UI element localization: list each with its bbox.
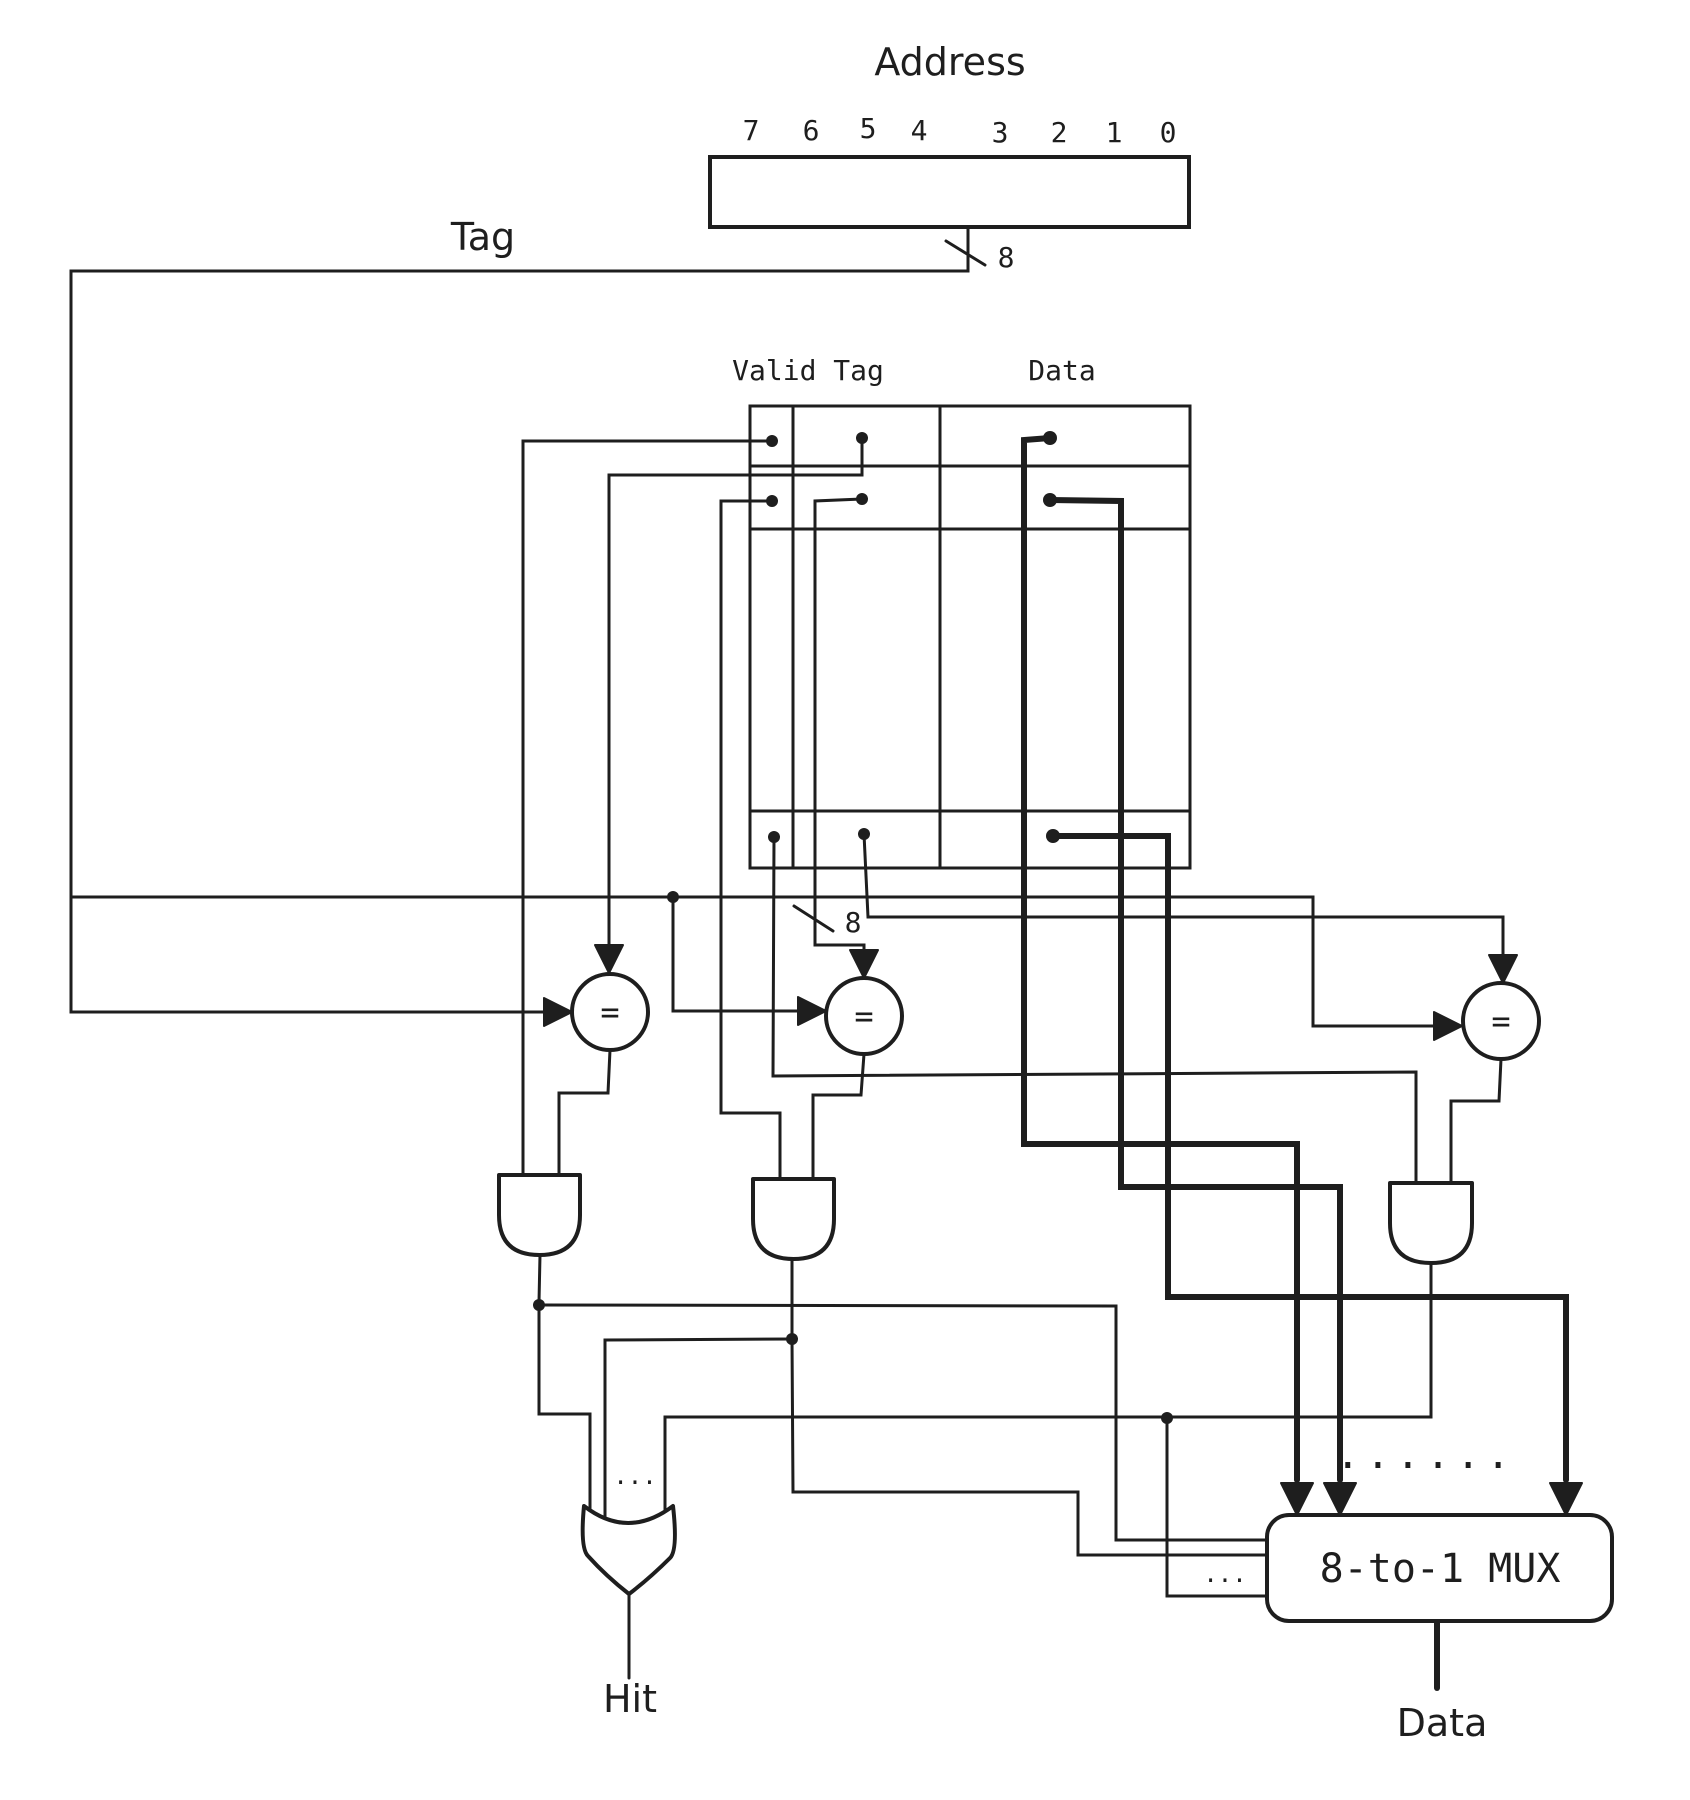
- address-bit-3: 3: [992, 116, 1009, 149]
- arrow-row-2-tag: [849, 949, 879, 979]
- row-1-valid-wire: [521, 439, 774, 1177]
- row-1-data-wire: [1021, 435, 1300, 1483]
- arrow-tag-comparator-3: [1433, 1011, 1463, 1041]
- cache-table-border: [748, 404, 1192, 870]
- arrow-row-1-tag: [594, 944, 624, 974]
- comparators: = = =: [570, 972, 1541, 1061]
- address-bit-6: 6: [803, 114, 820, 147]
- address-bit-labels: 7 6 5 4 3 2 1 0: [743, 112, 1177, 149]
- comparator-2: =: [824, 976, 904, 1056]
- and-gate-1: [497, 1173, 582, 1257]
- comparator-1: =: [570, 972, 650, 1052]
- address-bit-4: 4: [911, 114, 928, 147]
- address-bit-1: 1: [1106, 116, 1123, 149]
- address-bus-width: 8: [998, 241, 1015, 274]
- and-1-to-mux-select: [537, 1303, 1269, 1542]
- and-3-to-mux-select: [1165, 1416, 1269, 1598]
- row-2-data-wire: [1047, 497, 1343, 1483]
- comparator-1-output: [557, 1048, 612, 1177]
- comparator-1-symbol: =: [600, 993, 619, 1031]
- row-last-valid-wire: [771, 835, 1418, 1185]
- arrow-tag-comparator-1: [543, 997, 573, 1027]
- or-gate: [580, 1504, 677, 1596]
- or-inputs-ellipsis: ...: [613, 1462, 656, 1490]
- and-1-to-or: [537, 1253, 592, 1512]
- comparator-3: =: [1461, 981, 1541, 1061]
- and-gate-2: [751, 1177, 836, 1261]
- mux-select-ellipsis: ...: [1203, 1560, 1246, 1588]
- comparator-3-symbol: =: [1491, 1002, 1510, 1040]
- arrow-tag-comparator-2: [797, 996, 827, 1026]
- tag-bus-to-comparator-3: [69, 895, 1462, 1028]
- arrow-row-last-tag: [1488, 954, 1518, 984]
- address-bit-5: 5: [860, 112, 877, 145]
- and-gates: [497, 1173, 1474, 1265]
- tag-label: Tag: [450, 215, 515, 259]
- address-bit-7: 7: [743, 114, 760, 147]
- row-last-data-wire: [1050, 833, 1569, 1483]
- arrow-mux-input-1: [1323, 1482, 1357, 1516]
- address-bit-2: 2: [1051, 116, 1068, 149]
- comparator-2-output: [811, 1052, 866, 1181]
- mux-box: [1265, 1513, 1614, 1623]
- header-valid-tag: Valid Tag: [732, 354, 884, 387]
- and-3-to-or: [663, 1260, 1433, 1512]
- tag-wire-to-comparator-1: [69, 225, 970, 1014]
- tag-bus-width: 8: [845, 906, 862, 939]
- and-gate-3: [1388, 1181, 1474, 1265]
- header-data: Data: [1028, 354, 1095, 387]
- row-2-tag-wire: [813, 497, 866, 954]
- tag-wire-to-comparator-2: [671, 895, 826, 1013]
- and-2-to-or: [603, 1337, 794, 1520]
- arrow-mux-input-7: [1549, 1482, 1583, 1516]
- hit-output-label: Hit: [603, 1677, 657, 1721]
- and-2-to-mux-select: [790, 1337, 1269, 1557]
- address-register: [708, 155, 1191, 229]
- comparator-2-symbol: =: [854, 997, 873, 1035]
- address-bus-slash: [944, 239, 987, 267]
- row-1-tag-wire: [607, 436, 864, 946]
- address-bit-0: 0: [1160, 116, 1177, 149]
- row-2-valid-wire: [719, 499, 782, 1181]
- row-last-tag-wire: [862, 832, 1505, 957]
- cache-table: [748, 404, 1192, 870]
- mux-label: 8-to-1 MUX: [1320, 1546, 1561, 1592]
- comparator-3-output: [1449, 1057, 1503, 1185]
- arrow-mux-input-0: [1280, 1482, 1314, 1516]
- mux-input-ellipsis: ......: [1336, 1432, 1517, 1478]
- data-output-label: Data: [1397, 1701, 1488, 1745]
- address-title: Address: [874, 40, 1025, 84]
- wires: 8: [69, 225, 1583, 1691]
